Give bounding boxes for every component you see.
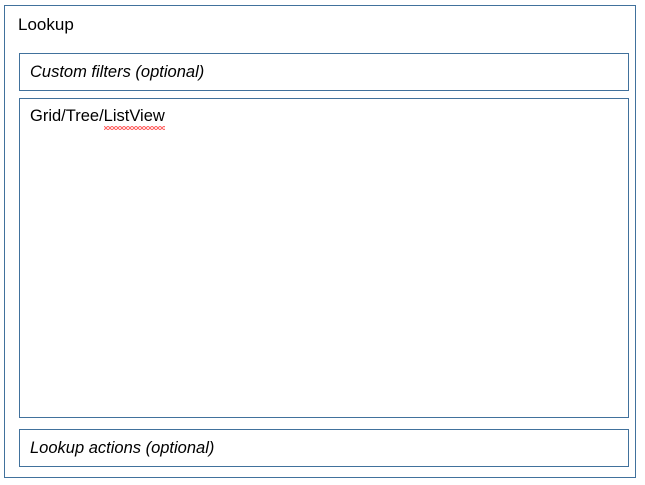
page-title: Lookup: [18, 15, 74, 34]
spellcheck-misspelled-word: ListView: [103, 106, 165, 130]
lookup-actions-label: Lookup actions (optional): [30, 439, 215, 457]
lookup-actions-panel[interactable]: Lookup actions (optional): [19, 429, 629, 467]
spellcheck-squiggle-icon: [103, 126, 165, 130]
grid-tree-listview-panel[interactable]: Grid/Tree/ListView: [19, 98, 629, 418]
grid-label-listview: ListView: [103, 107, 165, 125]
grid-tree-listview-label: Grid/Tree/ListView: [30, 106, 165, 130]
custom-filters-label: Custom filters (optional): [30, 63, 205, 81]
lookup-container: Lookup Custom filters (optional) Grid/Tr…: [4, 5, 636, 478]
grid-label-prefix: Grid/Tree/: [30, 107, 104, 125]
custom-filters-panel[interactable]: Custom filters (optional): [19, 53, 629, 91]
